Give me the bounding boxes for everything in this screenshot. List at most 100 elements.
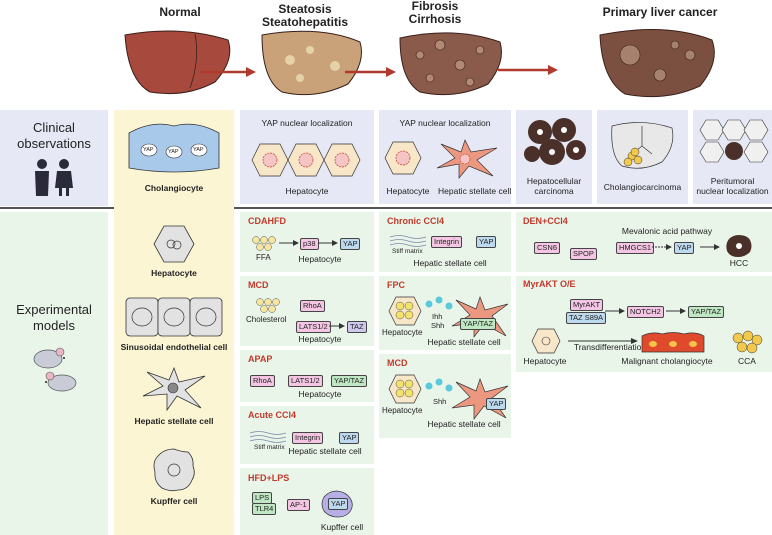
hepatocyte-label: Hepatocyte xyxy=(382,328,423,337)
arrow xyxy=(605,308,625,314)
tlr4-box: TLR4 xyxy=(252,503,277,515)
ffa-icon xyxy=(252,236,276,251)
model-fpc-cell: Hepatic stellate cell xyxy=(427,337,501,347)
yap-box: YAP xyxy=(476,236,497,248)
liver-progression xyxy=(124,29,715,98)
model-cdahfd-cell: Hepatocyte xyxy=(298,254,342,264)
arrow xyxy=(568,338,638,344)
clinical-label-bg xyxy=(0,110,108,206)
model-hfd-lps-cell: Kupffer cell xyxy=(320,522,364,532)
clinical-panel-steatosis-cell: Hepatocyte xyxy=(285,186,329,196)
hepatocyte-label: Hepatocyte xyxy=(382,406,423,415)
mouse-icon xyxy=(33,347,77,392)
arrow xyxy=(318,240,338,246)
sinusoidal-icon xyxy=(125,297,223,337)
stiff-matrix-icon xyxy=(389,235,427,247)
peritumoral-icon xyxy=(699,119,769,163)
clinical-panel-steatosis-title: YAP nuclear localization xyxy=(261,118,353,128)
model-mcd1-cell: Hepatocyte xyxy=(298,334,342,344)
ffa-label: FFA xyxy=(256,253,271,262)
hmgcs1-box: HMGCS1 xyxy=(616,242,655,254)
clinical-panel-cca-label: Cholangiocarcinoma xyxy=(603,182,682,192)
model-apap-title: APAP xyxy=(248,354,273,364)
malignant-cholangiocyte-icon xyxy=(641,332,705,353)
arrow xyxy=(700,244,720,250)
rhoa-box: RhoA xyxy=(300,300,325,312)
malignant-cholangiocyte-label: Malignant cholangiocyte xyxy=(621,356,713,366)
cholangiocyte-icon xyxy=(128,123,220,173)
yaptaz-box: YAP/TAZ xyxy=(331,375,368,387)
cell-name-kupffer: Kupffer cell xyxy=(150,496,198,506)
yap-box: YAP xyxy=(339,432,360,444)
taz-box: TAZ xyxy=(347,321,367,333)
yap-box: YAP xyxy=(328,498,349,510)
model-apap-cell: Hepatocyte xyxy=(298,389,342,399)
cell-name-stellate: Hepatic stellate cell xyxy=(134,416,214,426)
yap-label: YAP xyxy=(143,147,154,153)
model-chronic-ccl4-cell: Hepatic stellate cell xyxy=(413,258,487,268)
arrow xyxy=(329,323,345,329)
stage-normal: Normal xyxy=(159,5,201,19)
stiff-matrix-label: Stiff matrix xyxy=(254,444,285,451)
yap-box: YAP xyxy=(674,242,695,254)
lats-box: LATS1/2 xyxy=(288,375,323,387)
cca-label: CCA xyxy=(738,356,756,366)
model-mcd2-cell: Hepatic stellate cell xyxy=(427,419,501,429)
rhoa-box: RhoA xyxy=(250,375,275,387)
yap-box: YAP xyxy=(486,398,507,410)
people-icon xyxy=(35,159,73,196)
cca-icon xyxy=(611,122,674,169)
hepatocyte-myr-icon xyxy=(531,328,561,354)
yaptaz-box: YAP/TAZ xyxy=(688,306,725,318)
shh-label: Shh xyxy=(433,397,447,406)
model-myrakt xyxy=(516,276,772,372)
integrin-box: Integrin xyxy=(292,432,324,444)
experimental-label-bg xyxy=(0,212,108,535)
hepatocyte-label: Hepatocyte xyxy=(523,356,567,366)
transdifferentiation-label: Transdifferentiation xyxy=(573,342,647,352)
integrin-box: Integrin xyxy=(431,236,463,248)
ligand-dots-icon xyxy=(425,378,453,392)
section-divider xyxy=(0,207,772,209)
yap-box: YAP xyxy=(340,238,361,250)
lats-box: LATS1/2 xyxy=(296,321,331,333)
cell-name-cholangiocyte: Cholangiocyte xyxy=(144,183,204,193)
yap-label: YAP xyxy=(168,149,179,155)
model-hfd-lps-title: HFD+LPS xyxy=(248,473,290,483)
cholesterol-label: Cholesterol xyxy=(246,315,287,324)
stellate-icon xyxy=(142,366,206,412)
model-den-ccl4-title: DEN+CCl4 xyxy=(523,216,568,226)
hepatocyte-mcd-icon xyxy=(388,374,422,404)
arrow xyxy=(279,240,299,246)
mevalonic-label: Mevalonic acid pathway xyxy=(621,226,713,236)
arrow xyxy=(652,244,672,250)
ihh-label: Ihh xyxy=(432,312,443,321)
stiff-matrix-label: Stiff matrix xyxy=(392,248,423,255)
clinical-panel-fibrosis-cell1: Hepatocyte xyxy=(386,186,430,196)
cell-name-sinusoidal: Sinusoidal endothelial cell xyxy=(120,342,228,352)
clinical-panel-fibrosis-cell2: Hepatic stellate cell xyxy=(438,186,512,196)
hcc-label: HCC xyxy=(729,258,749,268)
cholesterol-icon xyxy=(256,298,280,313)
yap-label: YAP xyxy=(193,147,204,153)
hepatocyte-trio-icon xyxy=(251,143,361,177)
hepatocyte-icon xyxy=(153,225,195,263)
model-acute-ccl4-cell: Hepatic stellate cell xyxy=(288,446,362,456)
cca-cells-icon xyxy=(732,330,763,354)
model-chronic-ccl4-title: Chronic CCl4 xyxy=(387,216,445,226)
cell-name-hepatocyte: Hepatocyte xyxy=(151,268,197,278)
stiff-matrix-icon xyxy=(249,431,287,443)
model-cdahfd-title: CDAHFD xyxy=(248,216,286,226)
spop-box: SPOP xyxy=(570,248,597,260)
hepatocyte-fpc-icon xyxy=(388,296,422,326)
hepatocyte-stellate-icon xyxy=(384,139,498,179)
p38-box: p38 xyxy=(300,238,319,250)
kupffer-icon xyxy=(153,448,195,492)
hcc-icon xyxy=(524,118,586,165)
model-acute-ccl4-title: Acute CCl4 xyxy=(248,410,297,420)
model-mcd1-title: MCD xyxy=(248,280,269,290)
